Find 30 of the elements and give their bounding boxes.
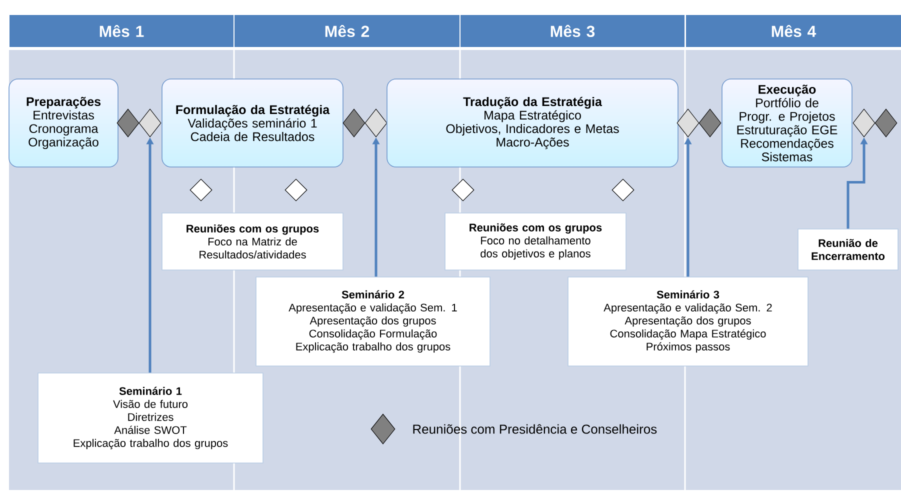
meeting-box: Seminário 2 Apresentação e validação Sem. 1 Apresentação dos grupos Consolidação Formulação Explicação trabalho dos grupos [256,276,490,366]
month-header: Mês 3 [460,15,684,47]
month-header: Mês 4 [686,15,901,47]
legend-text: Reuniões com Presidência e Conselheiros [413,424,657,434]
milestone-diamond [676,108,700,138]
milestone-diamond [116,108,140,138]
month-header: Mês 2 [234,15,460,47]
meeting-diamond [190,178,212,202]
meeting-box: Seminário 3 Apresentação e validação Sem. 2 Apresentação dos grupos Consolidação Mapa Estratégico Próximos passos [568,276,808,366]
node-label: Mês 3 [550,24,595,38]
milestone-diamond [342,108,366,138]
node-label: Mês 2 [325,24,370,38]
milestone-diamond [698,108,722,138]
meeting-box: Reuniões com os grupos Foco no detalhamento dos objetivos e planos [444,212,626,270]
phase-box: Tradução da Estratégia Mapa Estratégico Objetivos, Indicadores e Metas Macro-Ações [386,78,678,168]
meeting-diamond [612,178,634,202]
milestone-diamond [138,108,162,138]
meeting-diamond [452,178,474,202]
month-header: Mês 1 [10,15,234,47]
node-label: Mês 1 [100,24,144,38]
milestone-diamond [874,108,898,138]
phase-box: Formulação da Estratégia Validações seminário 1 Cadeia de Resultados [162,78,344,168]
phase-box: Execução Portfólio de Progr. e Projetos Estruturação EGE Recomendações Sistemas [722,78,852,168]
meeting-box: Reuniões com os grupos Foco na Matriz de Resultados/atividades [162,212,344,270]
meeting-box: Seminário 1 Visão de futuro Diretrizes Análise SWOT Explicação trabalho dos grupos [38,372,264,464]
meeting-diamond [284,178,308,202]
milestone-diamond [852,108,876,138]
phase-box: Preparações Entrevistas Cronograma Organização [8,78,118,168]
milestone-diamond [364,108,388,138]
meeting-box: Reunião de Encerramento [798,228,898,270]
